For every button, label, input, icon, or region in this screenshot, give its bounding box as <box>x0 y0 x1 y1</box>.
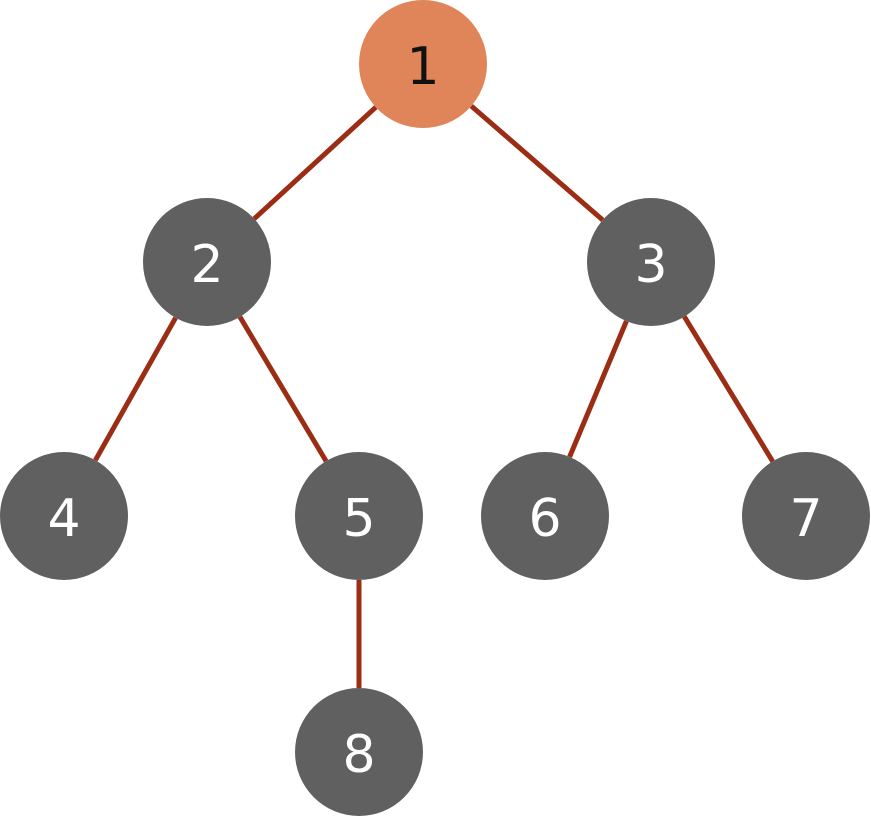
node-label-7: 7 <box>789 489 822 549</box>
edge-1-3 <box>469 104 605 222</box>
tree-node-6: 6 <box>481 452 609 580</box>
node-circle-6 <box>481 452 609 580</box>
node-circle-2 <box>143 198 271 326</box>
tree-node-8: 8 <box>295 688 423 816</box>
tree-node-4: 4 <box>0 452 128 580</box>
node-label-4: 4 <box>47 489 80 549</box>
node-label-2: 2 <box>190 235 223 295</box>
edge-1-2 <box>252 105 378 221</box>
tree-node-3: 3 <box>587 198 715 326</box>
nodes-layer: 1 2 3 4 5 6 7 8 <box>0 0 870 816</box>
node-label-3: 3 <box>634 235 667 295</box>
node-circle-8 <box>295 688 423 816</box>
node-label-1: 1 <box>406 37 439 97</box>
node-circle-7 <box>742 452 870 580</box>
node-circle-5 <box>295 452 423 580</box>
tree-node-1: 1 <box>359 0 487 128</box>
edge-3-7 <box>682 315 775 463</box>
edges-layer <box>93 104 775 688</box>
edge-2-4 <box>93 316 178 462</box>
tree-node-5: 5 <box>295 452 423 580</box>
tree-node-2: 2 <box>143 198 271 326</box>
node-label-5: 5 <box>342 489 375 549</box>
node-circle-3 <box>587 198 715 326</box>
node-label-8: 8 <box>342 725 375 785</box>
edge-3-6 <box>567 320 629 458</box>
node-circle-4 <box>0 452 128 580</box>
node-label-6: 6 <box>528 489 561 549</box>
tree-node-7: 7 <box>742 452 870 580</box>
node-circle-1 <box>359 0 487 128</box>
edge-2-5 <box>237 315 329 463</box>
